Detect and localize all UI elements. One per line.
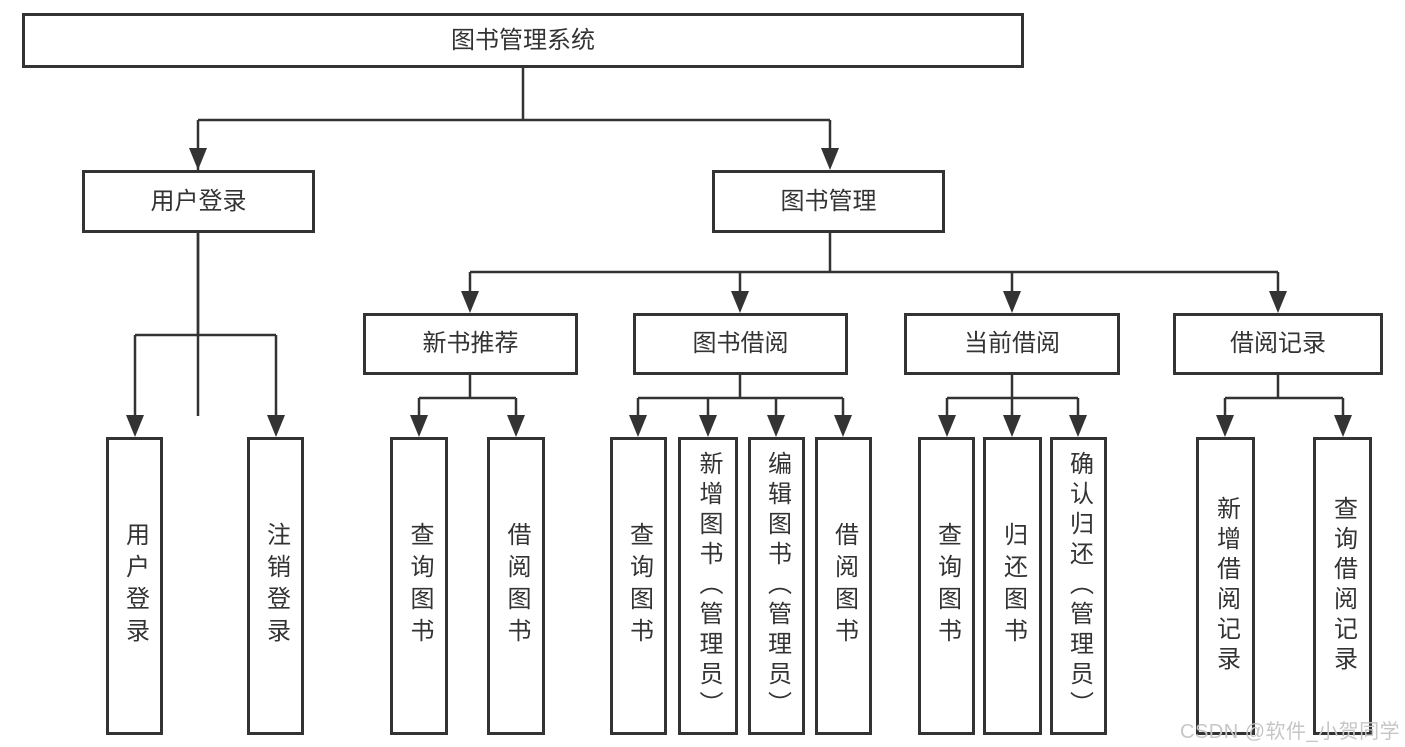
leaf-return-books: 归还图书	[983, 437, 1042, 735]
node-new-book-recommendation: 新书推荐	[363, 313, 578, 375]
leaf-borrow-books-recommend: 借阅图书	[487, 437, 545, 735]
node-book-management-branch: 图书管理	[712, 170, 945, 233]
arrow-down-icon	[461, 291, 479, 313]
connector-bookmgmt-to-level3	[468, 233, 1280, 292]
arrow-down-icon	[1003, 291, 1021, 313]
node-borrowing-records: 借阅记录	[1173, 313, 1383, 375]
arrow-down-icon	[410, 415, 428, 437]
arrow-down-icon	[1069, 415, 1087, 437]
node-library-management-system: 图书管理系统	[22, 13, 1024, 68]
node-current-borrowing: 当前借阅	[904, 313, 1120, 375]
connector-userlogin-to-leaves	[133, 233, 278, 416]
leaf-confirm-return-admin: 确认归还（管理员）	[1050, 437, 1107, 735]
arrow-down-icon	[507, 415, 525, 437]
csdn-watermark: CSDN @软件_小贺同学	[1180, 721, 1401, 743]
node-book-borrowing: 图书借阅	[633, 313, 848, 375]
arrow-down-icon	[1216, 415, 1234, 437]
connector-records-to-leaves	[1223, 375, 1345, 416]
arrow-down-icon	[629, 415, 647, 437]
arrow-down-icon	[1334, 415, 1352, 437]
leaf-edit-books-admin: 编辑图书（管理员）	[748, 437, 805, 735]
leaf-query-books-borrow: 查询图书	[610, 437, 667, 735]
leaf-add-books-admin: 新增图书（管理员）	[678, 437, 738, 735]
arrow-down-icon	[821, 148, 839, 170]
leaf-add-borrow-record: 新增借阅记录	[1196, 437, 1255, 735]
leaf-user-login: 用户登录	[106, 437, 163, 735]
arrow-down-icon	[189, 148, 207, 170]
leaf-logout: 注销登录	[247, 437, 304, 735]
connector-bookborrow-to-leaves	[636, 375, 845, 416]
arrow-down-icon	[126, 415, 144, 437]
leaf-query-books-current: 查询图书	[918, 437, 975, 735]
leaf-query-borrow-record: 查询借阅记录	[1313, 437, 1372, 735]
arrow-down-icon	[1003, 415, 1021, 437]
arrow-down-icon	[267, 415, 285, 437]
arrow-down-icon	[767, 415, 785, 437]
connector-newbook-to-leaves	[417, 375, 518, 416]
connector-currentborrow-to-leaves	[945, 375, 1080, 416]
arrow-down-icon	[731, 291, 749, 313]
arrow-down-icon	[834, 415, 852, 437]
connector-root-to-level2	[196, 68, 832, 416]
arrow-down-icon	[1269, 291, 1287, 313]
arrow-down-icon	[699, 415, 717, 437]
leaf-borrow-books: 借阅图书	[815, 437, 872, 735]
arrow-down-icon	[938, 415, 956, 437]
node-user-login-branch: 用户登录	[82, 170, 315, 233]
leaf-query-books-recommend: 查询图书	[390, 437, 448, 735]
